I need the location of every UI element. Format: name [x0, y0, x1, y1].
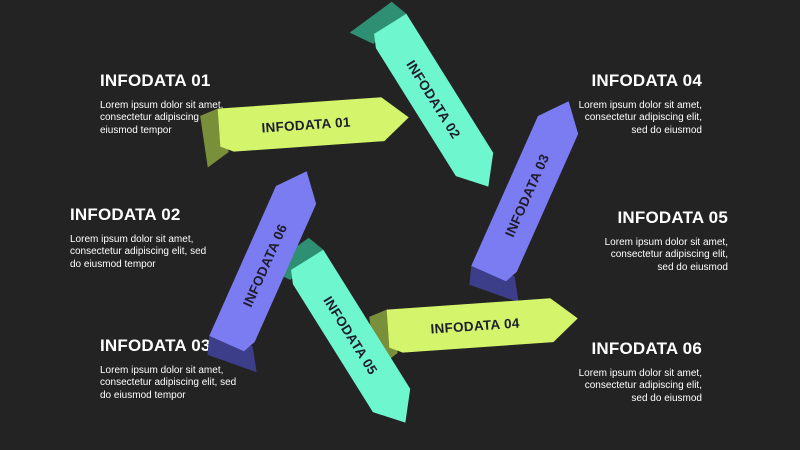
info-text-01: Lorem ipsum dolor sit amet, consectetur … — [100, 100, 251, 136]
info-title-05: INFODATA 05 — [617, 208, 728, 227]
info-block-01: INFODATA 01 Lorem ipsum dolor sit amet, … — [100, 71, 270, 137]
ribbon-label-04: INFODATA 04 — [430, 315, 520, 336]
ribbon-body — [209, 171, 317, 352]
info-text-04: Lorem ipsum dolor sit amet, consectetur … — [578, 100, 702, 136]
ribbon-fold — [200, 108, 229, 168]
ribbon-fold — [349, 1, 407, 44]
ribbon-body — [374, 13, 494, 187]
ribbon-body — [217, 97, 409, 152]
info-title-01: INFODATA 01 — [100, 71, 211, 90]
info-block-03: INFODATA 03 Lorem ipsum dolor sit amet, … — [100, 336, 240, 402]
info-text-03: Lorem ipsum dolor sit amet, consectetur … — [100, 365, 237, 401]
info-title-06: INFODATA 06 — [591, 339, 702, 358]
info-block-02: INFODATA 02 Lorem ipsum dolor sit amet, … — [70, 205, 210, 271]
ribbon-arrow-01: INFODATA 01 — [200, 97, 409, 168]
ribbon-arrow-03: INFODATA 03 — [469, 101, 579, 303]
info-text-05: Lorem ipsum dolor sit amet, consectetur … — [604, 237, 728, 273]
ribbon-arrow-04: INFODATA 04 — [369, 298, 578, 369]
ribbon-body — [386, 298, 578, 353]
info-title-02: INFODATA 02 — [70, 205, 181, 224]
ribbon-body — [291, 249, 411, 423]
info-text-06: Lorem ipsum dolor sit amet, consectetur … — [578, 368, 702, 404]
info-block-05: INFODATA 05 Lorem ipsum dolor sit amet, … — [598, 208, 728, 274]
info-title-04: INFODATA 04 — [591, 71, 702, 90]
ribbon-label-01: INFODATA 01 — [261, 114, 351, 135]
info-text-02: Lorem ipsum dolor sit amet, consectetur … — [70, 234, 207, 270]
info-block-06: INFODATA 06 Lorem ipsum dolor sit amet, … — [570, 339, 702, 405]
info-block-04: INFODATA 04 Lorem ipsum dolor sit amet, … — [570, 71, 702, 137]
info-title-03: INFODATA 03 — [100, 336, 211, 355]
ribbon-body — [471, 101, 579, 282]
